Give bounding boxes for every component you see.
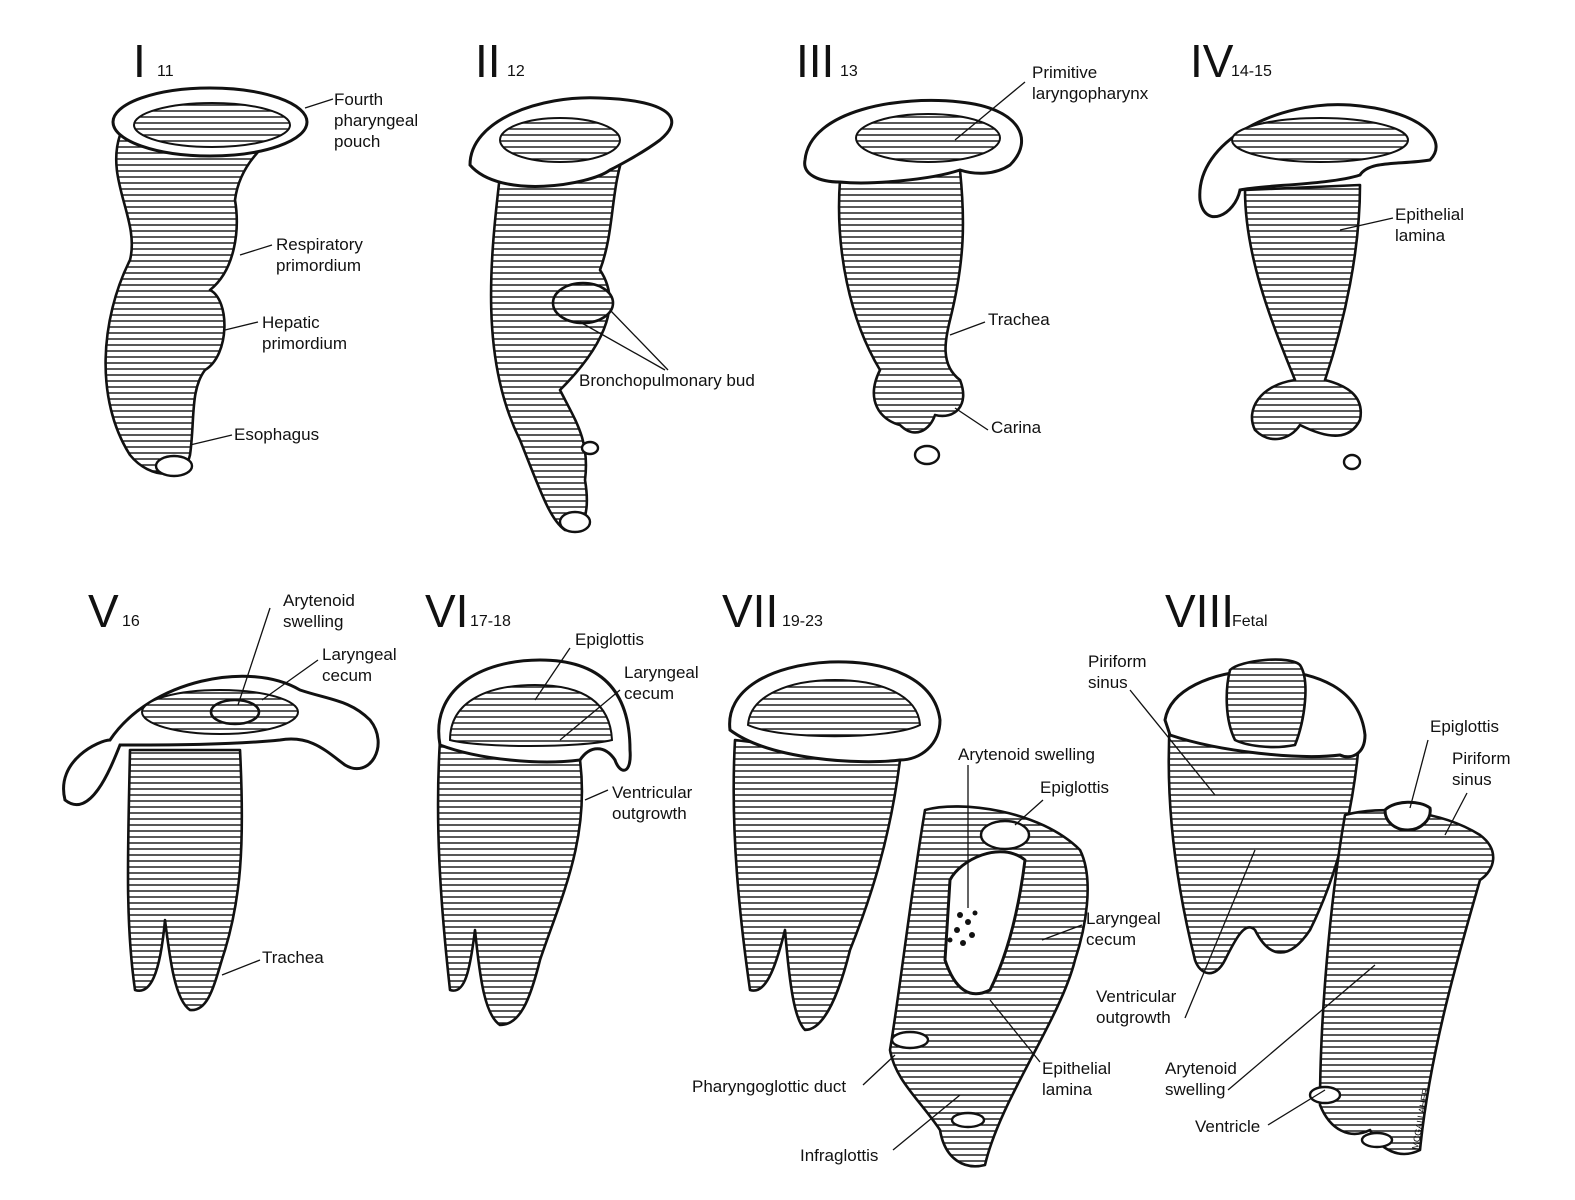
duct-end-right [950,1111,986,1129]
tube-body [1243,183,1363,441]
panel-stage: 13 [840,63,858,80]
esophagus-end [558,510,592,534]
larynx-body [126,748,244,1012]
panel-numeral: IV [1190,35,1234,87]
label-trachea: Trachea [988,310,1050,329]
foregut-body [489,148,627,532]
panel-stage: 17-18 [470,613,511,630]
panel-stage: 14-15 [1231,63,1272,80]
pharynx-opening [855,113,1001,163]
larynx-body [436,738,584,1027]
epiglottis-fold [979,819,1031,851]
panel-numeral: VII [722,585,778,637]
pouch-opening [133,102,291,148]
panel-stage: 12 [507,63,525,80]
leaders [1129,689,1468,1126]
label-bronchopulmonary-bud: Bronchopulmonary bud [579,371,755,390]
sagittal-section [1318,808,1495,1156]
leaders [949,81,1026,431]
panel-numeral: I [133,35,146,87]
duct-end-left [890,1030,930,1050]
esophagus-end [913,444,941,466]
esophagus-end [1342,453,1362,471]
panel-stage: 16 [122,613,140,630]
label-epiglottis: Epiglottis [1430,717,1499,736]
leaders [221,607,319,976]
arytenoid-glands [947,910,978,946]
larynx-exterior [732,738,902,1032]
panel-stage: 11 [157,63,174,80]
panel-numeral: V [88,585,119,637]
duct-end-right [1360,1131,1394,1149]
leaders [534,647,621,801]
duct-stub [580,440,600,456]
duct-end-left [1308,1085,1342,1105]
esophagus-end [154,454,194,478]
panel-numeral: VIII [1165,585,1234,637]
label-epiglottis: Epiglottis [575,630,644,649]
foregut-body [104,113,302,476]
lung-bud [551,281,615,325]
pharynx-opening [499,117,621,163]
panel-II: II 12 Bronchopulmonary bud [468,35,755,534]
panel-numeral: III [796,35,834,87]
leaders [189,98,334,446]
label-ventricle: Ventricle [1195,1117,1260,1136]
tube-body [837,168,965,434]
label-trachea: Trachea [262,948,324,967]
label-arytenoid-swelling: Arytenoid swelling [958,745,1095,764]
label-epiglottis: Epiglottis [1040,778,1109,797]
panel-numeral: VI [425,585,468,637]
leaders [862,765,1083,1151]
panel-VII: VII 19-23 Arytenoid swelling Epiglott [692,585,1161,1168]
epiglottis-exterior [1225,658,1307,749]
panel-stage: Fetal [1232,613,1268,630]
section-lumen [943,850,1027,996]
panel-numeral: II [475,35,501,87]
label-carina: Carina [991,418,1042,437]
leaders [579,309,669,371]
panel-stage: 19-23 [782,613,823,630]
label-infraglottis: Infraglottis [800,1146,878,1165]
label-pharyngoglottic-duct: Pharyngoglottic duct [692,1077,846,1096]
epiglottis-section [1383,800,1432,832]
pharynx-opening [746,678,922,738]
label-esophagus: Esophagus [234,425,319,444]
arytenoid-swelling [209,698,261,726]
pharynx-opening [1231,117,1409,163]
